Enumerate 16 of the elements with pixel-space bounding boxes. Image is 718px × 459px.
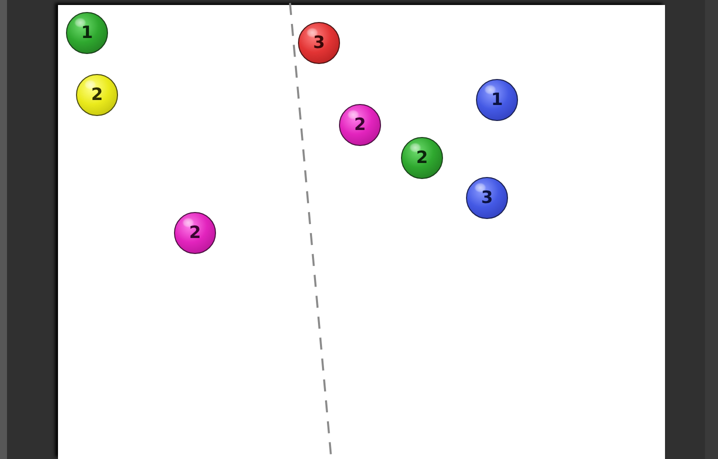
number-ball [476,79,518,121]
ball-number: 1 [81,24,93,42]
ball-number: 3 [313,34,325,52]
number-ball [66,12,108,54]
ball-number: 2 [354,116,366,134]
number-ball [76,74,118,116]
number-ball [298,22,340,64]
ball-number: 2 [416,150,428,166]
number-ball [174,212,216,254]
number-ball [401,137,443,179]
ball-number: 3 [481,190,493,206]
number-ball [339,104,381,146]
ball-number: 2 [91,86,103,104]
ball-number: 2 [189,224,201,242]
number-ball [466,177,508,219]
ball-number: 1 [491,92,503,108]
